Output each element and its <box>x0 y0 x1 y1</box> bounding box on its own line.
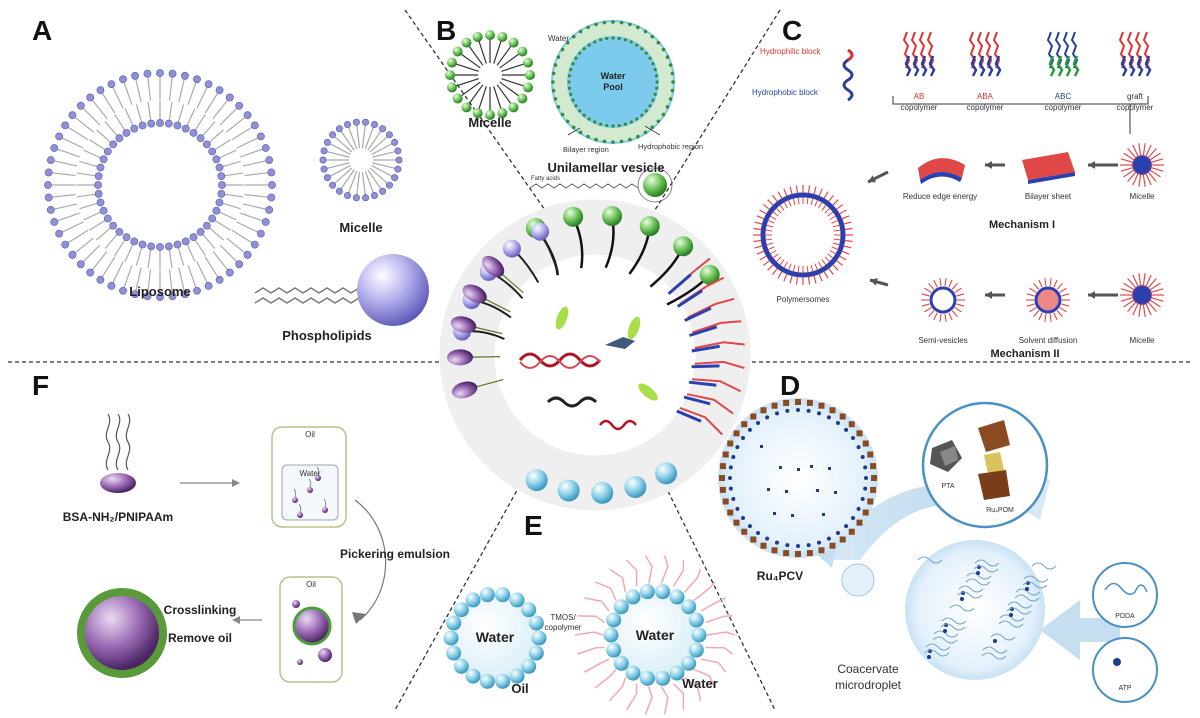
center-biomolecules <box>518 306 658 431</box>
label-hydrophilic-block: Hydrophilic block <box>760 47 821 56</box>
label-bilayer-region: Bilayer region <box>563 145 609 154</box>
panel-c <box>753 31 1164 322</box>
label-mechanism-1: Mechanism I <box>989 219 1055 231</box>
label-hydrophobic-block: Hydrophobic block <box>752 88 819 97</box>
label-solvent-diffusion: Solvent diffusion <box>1019 336 1078 345</box>
label-micelle-b: Micelle <box>468 115 511 130</box>
panel-f-labels: BSA-NH₂/PNIPAAm Oil Water Pickering emul… <box>63 430 450 645</box>
label-coacervate-2: microdroplet <box>835 678 902 692</box>
label-liposome: Liposome <box>129 284 190 299</box>
label-atp: ATP <box>1118 685 1131 692</box>
copolymer-1-bottom: copolymer <box>967 103 1004 112</box>
rupom-cluster <box>978 420 1010 500</box>
label-water-right: Water <box>636 627 675 643</box>
central-ring <box>439 199 751 511</box>
panel-a <box>44 69 429 326</box>
micelle-b <box>445 30 535 120</box>
copolymer-2-top: ABC <box>1055 92 1072 101</box>
phospholipid <box>254 254 429 326</box>
label-unilamellar-vesicle: Unilamellar vesicle <box>547 160 664 175</box>
panel-d-labels: Ru₄PCV PTA Ru₄POM Coacervate microdrople… <box>757 483 1135 692</box>
label-tmos-1: TMOS/ <box>550 613 576 622</box>
copolymer-set <box>902 31 1152 77</box>
copolymer-2-bottom: copolymer <box>1045 103 1082 112</box>
panel-letter-a: A <box>32 15 52 46</box>
panel-b <box>445 20 675 203</box>
panel-letter-d: D <box>780 370 800 401</box>
copolymer-1-top: ABA <box>977 92 994 101</box>
panel-c-labels: Hydrophilic block Hydrophobic block AB c… <box>752 47 1155 360</box>
panel-letter-f: F <box>32 370 49 401</box>
panel-letter-b: B <box>436 15 456 46</box>
arrow-2 <box>354 499 387 621</box>
label-oil: Oil <box>511 681 528 696</box>
micelle-a <box>319 118 403 202</box>
label-water-bottom-right: Water <box>682 676 718 691</box>
label-bilayer-sheet: Bilayer sheet <box>1025 192 1072 201</box>
label-mechanism-2: Mechanism II <box>990 348 1059 360</box>
panel-e-labels: Water Water Water Oil TMOS/ copolymer <box>476 613 718 696</box>
panel-f <box>77 413 387 683</box>
copolymer-0-top: AB <box>914 92 925 101</box>
label-oil-1: Oil <box>305 430 315 439</box>
label-hydrophobic-region: Hydrophobic region <box>638 142 703 151</box>
fatty-acids <box>529 167 673 203</box>
panel-letter-e: E <box>524 510 543 541</box>
ring-lipids <box>447 206 745 504</box>
liposome-core <box>80 105 240 265</box>
label-pickering: Pickering emulsion <box>340 547 450 561</box>
label-oil-2: Oil <box>306 580 316 589</box>
bsa-particle <box>100 413 136 493</box>
label-pta: PTA <box>941 483 954 490</box>
label-reduce-edge-energy: Reduce edge energy <box>903 192 977 201</box>
label-micelle-c2: Micelle <box>1130 336 1155 345</box>
copolymer-3-bottom: copolymer <box>1117 103 1154 112</box>
label-rupcv: Ru₄PCV <box>757 569 803 583</box>
liposome <box>44 69 276 301</box>
pta-cluster <box>930 440 962 472</box>
label-crosslinking: Crosslinking <box>164 603 237 617</box>
mechanism-art <box>753 143 1164 322</box>
label-water-left: Water <box>476 629 515 645</box>
panel-letter-c: C <box>782 15 802 46</box>
label-pdda: PDDA <box>1115 613 1135 620</box>
label-coacervate-1: Coacervate <box>837 662 899 676</box>
panel-e <box>443 555 736 715</box>
unilamellar-vesicle <box>551 20 675 144</box>
panel-a-labels: Liposome Micelle Phospholipids <box>129 220 382 343</box>
label-polymersomes: Polymersomes <box>777 295 830 304</box>
label-water-pool-1: Water <box>601 71 626 81</box>
label-water-pool-2: Pool <box>603 82 623 92</box>
label-water: Water <box>548 34 569 43</box>
panel-d <box>718 398 1158 703</box>
label-remove-oil: Remove oil <box>168 631 232 645</box>
label-tmos-2: copolymer <box>545 623 582 632</box>
label-rupom: Ru₄POM <box>986 507 1014 514</box>
label-fatty-acids: Fatty acids <box>531 176 560 182</box>
label-semi-vesicles: Semi-vesicles <box>918 336 967 345</box>
label-water-f: Water <box>299 469 320 478</box>
panel-b-labels: Micelle Water Water Pool Bilayer region … <box>468 34 703 182</box>
label-micelle-c1: Micelle <box>1130 192 1155 201</box>
copolymer-0-bottom: copolymer <box>901 103 938 112</box>
label-phospholipids: Phospholipids <box>282 328 372 343</box>
copolymer-3-top: graft <box>1127 92 1144 101</box>
panel-letters: A B C D E F <box>32 15 802 541</box>
label-micelle-a: Micelle <box>339 220 382 235</box>
label-bsa: BSA-NH₂/PNIPAAm <box>63 510 173 524</box>
